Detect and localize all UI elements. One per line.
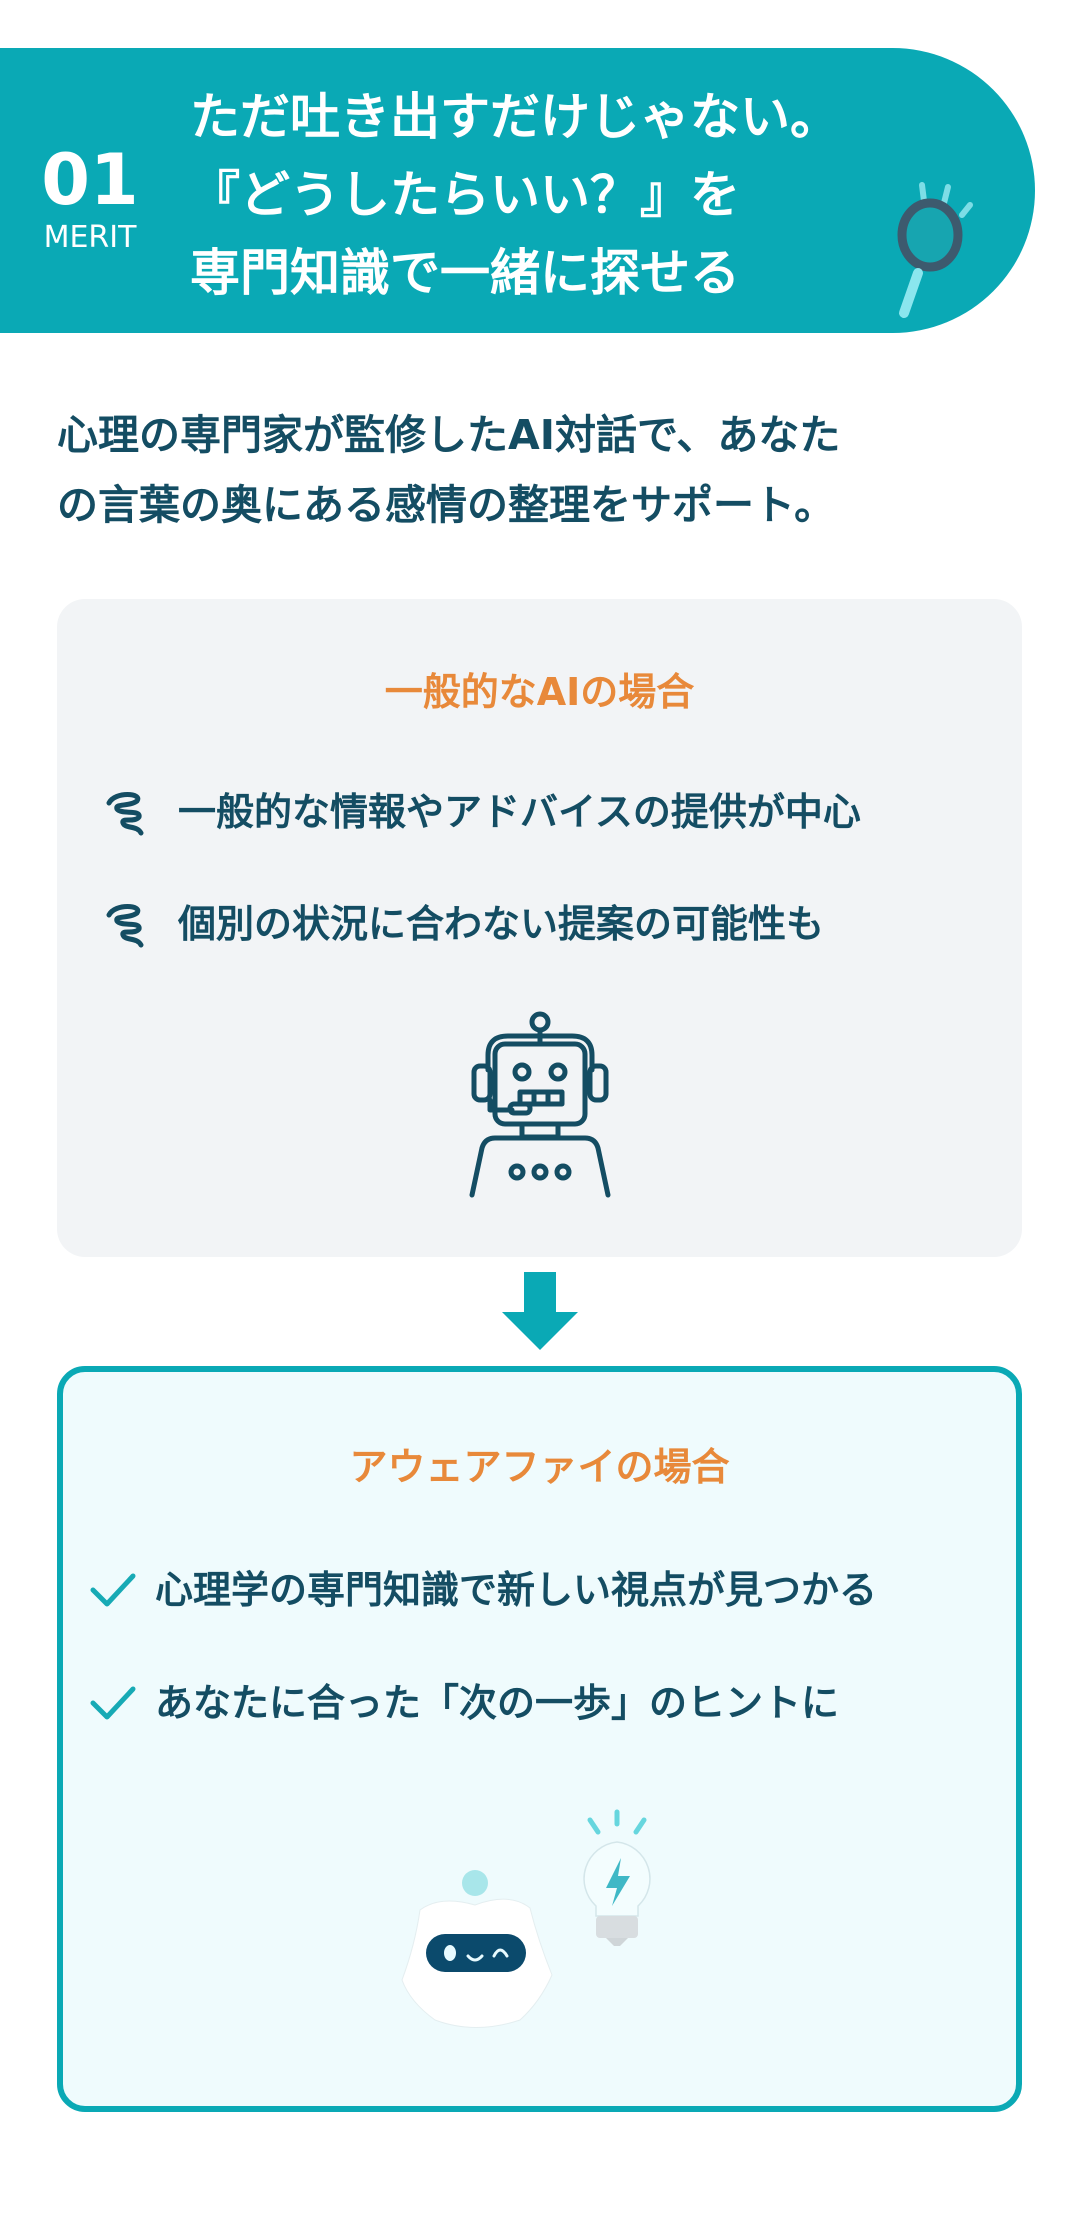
list-item-text: あなたに合った「次の一歩」のヒントに (155, 1681, 840, 1725)
banner-title-line: ただ吐き出すだけじゃない。 (190, 88, 840, 146)
mascot-illustration (401, 1809, 651, 2028)
general-ai-card: 一般的なAIの場合 一般的な情報やアドバイスの提供が中心 個別の状況に合わない提… (57, 599, 1022, 1257)
list-item-text: 心理学の専門知識で新しい視点が見つかる (155, 1568, 878, 1612)
swirl-icon (106, 904, 144, 948)
magnifier-icon (897, 182, 973, 318)
list-item: 一般的な情報やアドバイスの提供が中心 (103, 787, 861, 837)
check-icon (90, 1686, 136, 1720)
list-item-text: 一般的な情報やアドバイスの提供が中心 (178, 790, 861, 834)
list-item: 心理学の専門知識で新しい視点が見つかる (89, 1565, 877, 1615)
auefai-heading: アウェアファイの場合 (349, 1445, 730, 1489)
swirl-icon (106, 792, 144, 836)
banner-title-line: 専門知識で一緒に探せる (190, 244, 740, 302)
intro-line: 心理の専門家が監修したAI対話で、あなた (57, 411, 841, 459)
merit-banner: 01 MERIT ただ吐き出すだけじゃない。 『どうしたらいい？』を 専門知識で… (0, 48, 1035, 333)
arrow-down-icon (502, 1272, 578, 1350)
merit-label: MERIT (43, 220, 137, 255)
general-ai-heading: 一般的なAIの場合 (384, 670, 695, 714)
lightbulb-icon (583, 1809, 651, 1946)
check-icon (90, 1573, 136, 1607)
list-item: 個別の状況に合わない提案の可能性も (103, 899, 824, 949)
intro-line: の言葉の奥にある感情の整理をサポート。 (57, 481, 836, 529)
banner-title-line: 『どうしたらいい？』を (190, 166, 740, 224)
banner-title: ただ吐き出すだけじゃない。 『どうしたらいい？』を 専門知識で一緒に探せる (190, 78, 910, 312)
robot-icon (469, 1011, 611, 1198)
list-item: あなたに合った「次の一歩」のヒントに (89, 1678, 839, 1728)
mascot-icon (401, 1870, 553, 2028)
merit-number: 01 (41, 139, 139, 221)
intro-text: 心理の専門家が監修したAI対話で、あなた の言葉の奥にある感情の整理をサポート。 (57, 400, 1027, 540)
list-item-text: 個別の状況に合わない提案の可能性も (178, 902, 825, 946)
